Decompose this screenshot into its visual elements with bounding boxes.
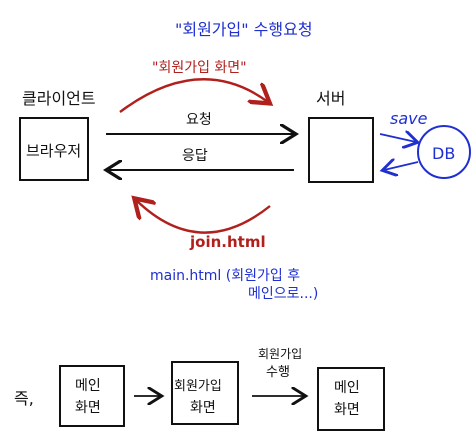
db-return-arrow: [384, 162, 419, 170]
server-box: [308, 117, 374, 183]
bottom-prefix: 즉,: [14, 389, 34, 408]
main-html-line2: 메인으로...): [248, 286, 318, 302]
response-note: "회원가입 화면": [152, 60, 247, 76]
server-label: 서버: [316, 89, 345, 108]
action-line1: 회원가입: [258, 347, 302, 361]
request-note: "회원가입" 수행요청: [175, 20, 313, 39]
main-screen-box-2: [317, 367, 385, 431]
main-html-line1: main.html (회원가입 후: [150, 268, 300, 284]
box1-line1: 메인: [75, 378, 101, 394]
browser-box: [19, 117, 89, 181]
client-label: 클라이언트: [22, 89, 96, 108]
join-screen-box: [171, 361, 239, 425]
request-curve-arrow: [119, 78, 268, 113]
box1-line2: 화면: [75, 400, 101, 416]
box3-line2: 화면: [334, 402, 360, 418]
save-label: save: [390, 109, 428, 128]
response-curve-arrow: [136, 200, 271, 234]
browser-label: 브라우저: [26, 142, 81, 160]
db-circle: [417, 125, 471, 179]
response-arrow-label: 응답: [182, 148, 208, 164]
join-html-label: join.html: [189, 233, 266, 251]
request-arrow-label: 요청: [186, 112, 212, 128]
action-line2: 수행: [266, 364, 290, 380]
db-label: DB: [432, 144, 455, 163]
box2-line2: 화면: [190, 400, 216, 416]
save-arrow: [379, 134, 416, 142]
box3-line1: 메인: [334, 380, 360, 396]
box2-line1: 회원가입: [174, 379, 222, 394]
main-screen-box-1: [59, 365, 125, 427]
